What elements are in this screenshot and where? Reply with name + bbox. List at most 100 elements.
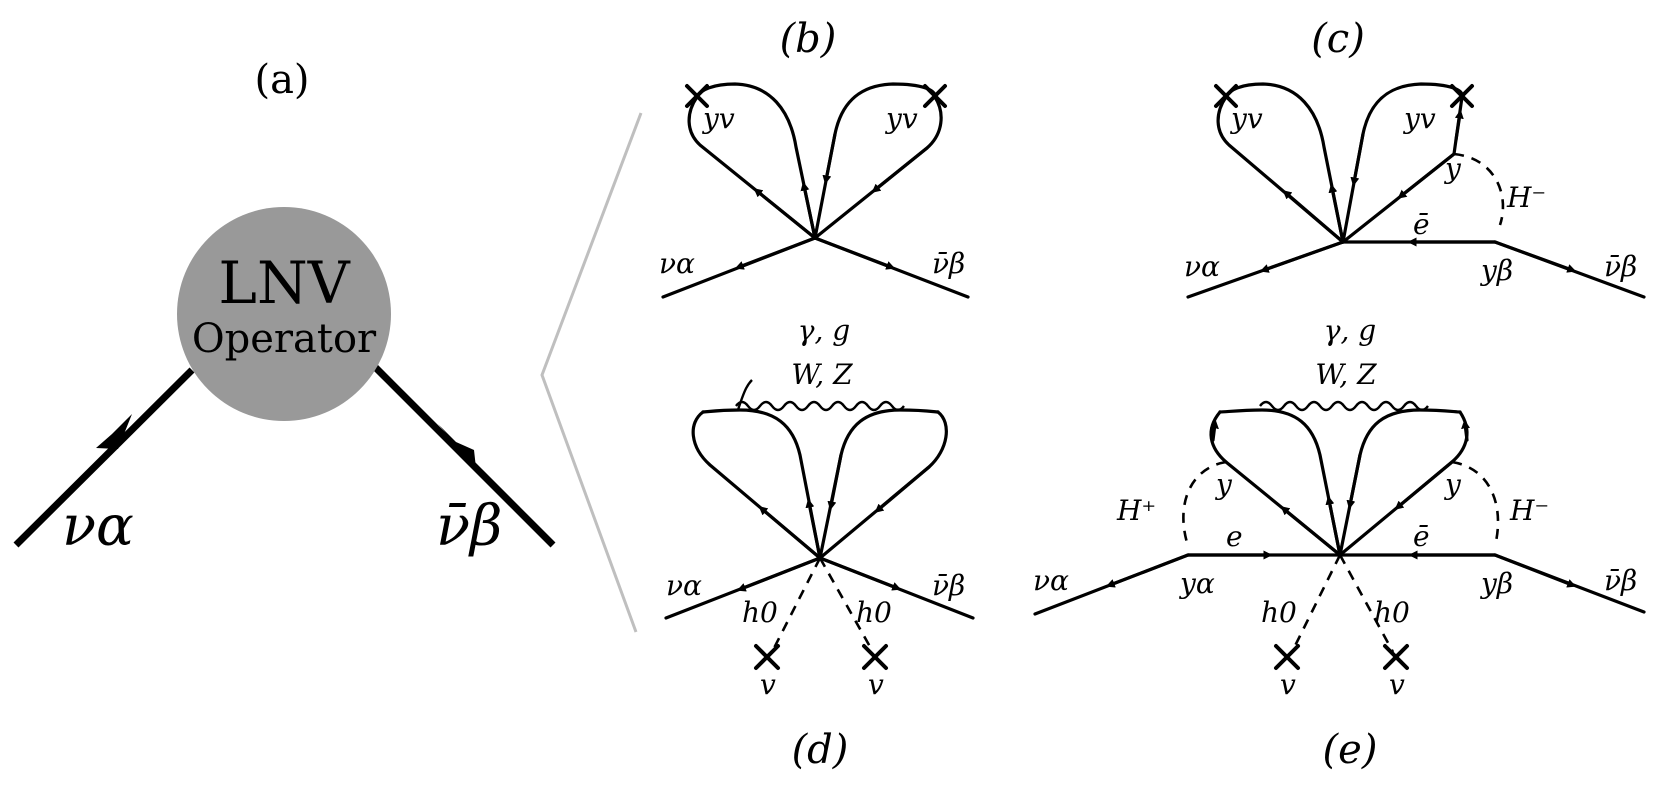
- c-left-vev-cross: [1214, 84, 1238, 108]
- e-y-right-label: y: [1443, 468, 1462, 501]
- d-h0-left-label: h0: [742, 596, 778, 629]
- c-nu-alpha-label: να: [1184, 250, 1220, 283]
- c-yv-left-label: yv: [1229, 102, 1263, 135]
- e-right-outer-arrow: [1394, 460, 1454, 510]
- e-h-minus-line: [1451, 460, 1500, 547]
- d-v-left-label: v: [760, 668, 776, 701]
- e-nu-bar-beta-label: ν̄β: [1604, 564, 1637, 597]
- e-left-inner-prop: [1218, 408, 1342, 557]
- c-charged-higgs-line: [1453, 152, 1505, 226]
- panel-a-nu-bar-beta-label: ν̄β: [436, 494, 502, 559]
- b-left-outer-prop: [687, 95, 817, 240]
- panel-c-label: (c): [1311, 16, 1365, 62]
- e-right-inner-arrow: [1346, 453, 1362, 510]
- d-w-z-label: W, Z: [791, 358, 853, 391]
- e-y-left-label: y: [1214, 468, 1233, 501]
- b-nu-bar-beta-label: ν̄β: [932, 247, 965, 280]
- panel-e-label: (e): [1323, 727, 1378, 773]
- d-nu-beta-arrow: [818, 556, 902, 591]
- d-gamma-g-label: γ, g: [798, 314, 850, 347]
- b-right-inner-arrow: [822, 132, 837, 185]
- e-h0-right-label: h0: [1374, 596, 1410, 629]
- e-gamma-g-label: γ, g: [1324, 314, 1376, 347]
- c-right-vev-cross: [1450, 84, 1474, 108]
- panel-a-right-leg: [369, 361, 556, 548]
- b-right-vev-cross: [923, 84, 947, 108]
- c-yv-right-label: yv: [1402, 102, 1436, 135]
- b-right-outer-arrow: [871, 146, 929, 193]
- d-right-outer-arrow: [874, 465, 931, 513]
- d-nu-bar-beta-label: ν̄β: [932, 569, 965, 602]
- e-right-inner-prop: [1338, 408, 1462, 557]
- e-gauge-boson: [1259, 400, 1429, 412]
- c-yukawa-stub-arrow: [1454, 109, 1464, 142]
- c-right-inner-arrow: [1350, 132, 1365, 187]
- e-electron-label: e: [1226, 520, 1243, 553]
- d-right-inner-arrow: [827, 453, 843, 511]
- e-h0-right-line: [1338, 554, 1395, 653]
- b-yv-right-label: yv: [884, 102, 918, 135]
- panel-b-label: (b): [780, 16, 837, 62]
- e-right-stub: [1450, 410, 1469, 464]
- panel-d: (d) γ, g W, Z να ν̄β h0 h0 v v: [664, 314, 975, 773]
- e-v-left-label: v: [1280, 668, 1296, 701]
- b-yv-left-label: yv: [701, 102, 735, 135]
- d-right-outer-prop: [818, 410, 948, 560]
- e-h0-left-label: h0: [1261, 596, 1297, 629]
- e-y-alpha-label: yα: [1178, 567, 1215, 600]
- c-nu-alpha-arrow: [1259, 240, 1345, 273]
- e-h-plus-line: [1182, 460, 1227, 547]
- b-left-vev-cross: [685, 84, 709, 108]
- e-ebar-label: ē: [1413, 520, 1430, 553]
- zoom-bracket: [540, 112, 643, 633]
- e-y-beta-label: yβ: [1479, 567, 1513, 600]
- e-left-inner-arrow: [1325, 495, 1342, 557]
- d-nu-alpha-label: να: [666, 569, 702, 602]
- d-left-outer-arrow: [758, 506, 822, 560]
- panel-d-label: (d): [792, 727, 849, 773]
- c-nu-bar-beta-label: ν̄β: [1604, 250, 1637, 283]
- d-h0-left-line: [770, 557, 822, 653]
- e-w-z-label: W, Z: [1315, 358, 1377, 391]
- c-left-outer-arrow: [1282, 190, 1345, 244]
- e-nu-alpha-arrow: [1105, 553, 1190, 588]
- e-h0-left-line: [1290, 554, 1342, 653]
- panel-a-right-arrow: [438, 424, 476, 468]
- d-h0-right-label: h0: [856, 596, 892, 629]
- d-left-inner-arrow: [805, 498, 822, 560]
- e-nu-beta-arrow: [1493, 553, 1577, 588]
- e-left-stub: [1209, 410, 1228, 464]
- panel-a-caption: (a): [254, 57, 309, 103]
- e-right-stub-arrow: [1461, 419, 1471, 442]
- d-gauge-boson: [735, 400, 905, 412]
- c-nu-beta-arrow: [1493, 240, 1577, 273]
- b-left-inner-arrow: [800, 181, 817, 240]
- c-left-outer-prop: [1216, 95, 1345, 244]
- e-nu-alpha-label: να: [1033, 564, 1069, 597]
- operator-line2: Operator: [192, 316, 377, 362]
- panel-a-nu-alpha-label: να: [62, 494, 134, 559]
- d-v-right-label: v: [868, 668, 884, 701]
- b-nu-beta-arrow: [813, 236, 896, 270]
- c-h-minus-label: H⁻: [1506, 181, 1546, 214]
- d-left-inner-prop: [701, 408, 822, 560]
- e-left-vev-cross: [1274, 644, 1300, 670]
- panel-a: (a) LNV Operator να ν̄β: [13, 57, 556, 559]
- c-left-inner-arrow: [1328, 183, 1345, 244]
- c-right-outer-arrow: [1397, 152, 1456, 199]
- b-left-outer-arrow: [753, 188, 817, 240]
- panel-a-left-arrow: [96, 414, 132, 449]
- b-right-outer-prop: [813, 95, 943, 240]
- e-v-right-label: v: [1389, 668, 1405, 701]
- d-right-inner-prop: [818, 408, 940, 560]
- panel-e: (e) γ, g W, Z y y: [1033, 314, 1646, 773]
- d-left-vev-cross: [754, 644, 780, 670]
- d-right-vev-cross: [862, 644, 888, 670]
- e-left-stub-arrow: [1209, 419, 1219, 442]
- panel-a-left-leg: [13, 367, 195, 548]
- e-right-vev-cross: [1383, 644, 1409, 670]
- b-nu-alpha-arrow: [734, 236, 817, 270]
- c-y-beta-label: yβ: [1479, 254, 1513, 287]
- lnv-operator-blob: [177, 207, 391, 421]
